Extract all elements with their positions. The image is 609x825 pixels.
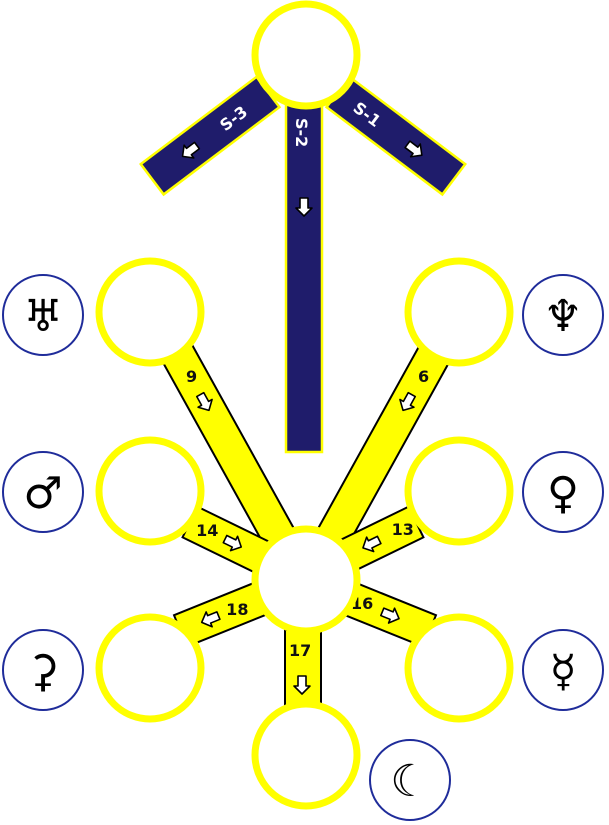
- path-17-label: 17: [289, 641, 311, 660]
- path-9-label: 9: [186, 367, 197, 386]
- sphere-middle-right: [404, 436, 514, 546]
- planet-symbols: ♅ ♆ ♂ ♀ ⚳ ☿ ☾: [2, 274, 604, 821]
- sphere-middle-left: [95, 436, 205, 546]
- svg-text:♆: ♆: [543, 291, 582, 342]
- path-s2-label: S-2: [292, 118, 311, 147]
- path-6-label: 6: [418, 367, 429, 386]
- path-17: 17: [284, 629, 322, 713]
- path-s3: S-3: [139, 75, 282, 197]
- svg-text:♂: ♂: [23, 468, 62, 519]
- venus-symbol-icon: ♀: [522, 451, 604, 533]
- path-s1: S-1: [324, 75, 467, 197]
- svg-text:☿: ☿: [549, 646, 576, 697]
- spheres: [95, 0, 514, 810]
- path-s2: S-2: [284, 98, 324, 454]
- sphere-upper-left: [95, 257, 205, 367]
- sphere-bottom: [251, 700, 361, 810]
- mercury-symbol-icon: ☿: [522, 629, 604, 711]
- svg-text:☾: ☾: [390, 756, 429, 807]
- sphere-top: [251, 0, 361, 110]
- asteroid-symbol-icon: ⚳: [2, 629, 84, 711]
- sphere-lower-left: [95, 613, 205, 723]
- moon-symbol-icon: ☾: [369, 739, 451, 821]
- sphere-lower-right: [404, 613, 514, 723]
- path-13-label: 13: [392, 520, 414, 539]
- path-18-label: 18: [226, 600, 248, 619]
- svg-text:♅: ♅: [23, 291, 62, 342]
- sphere-upper-right: [404, 257, 514, 367]
- path-14-label: 14: [196, 521, 218, 540]
- neptune-symbol-icon: ♆: [522, 274, 604, 356]
- uranus-symbol-icon: ♅: [2, 274, 84, 356]
- svg-text:⚳: ⚳: [27, 646, 59, 697]
- svg-text:♀: ♀: [547, 468, 579, 519]
- mars-symbol-icon: ♂: [2, 451, 84, 533]
- sphere-center: [251, 525, 361, 635]
